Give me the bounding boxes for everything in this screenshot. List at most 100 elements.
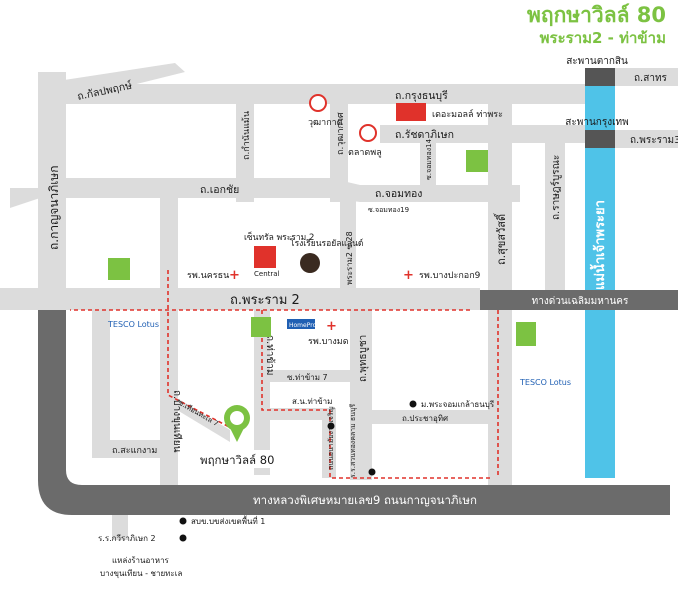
outer-ring-label: ทางหลวงพิเศษหมายเลข9 ถนนกาญจนาภิเษก — [253, 493, 477, 507]
road-ratburana — [545, 125, 565, 295]
health-center-label: สบข.บขส่งเขตพื้นที่ 1 — [191, 515, 265, 526]
road-link-pin — [270, 408, 330, 420]
project-area: พระราม2 - ท่าข้าม — [539, 29, 666, 47]
hospital-nakhonthon-label: รพ.นครธน — [187, 271, 229, 281]
pin-inner — [230, 411, 244, 425]
river-label: แม่น้ำเจ้าพระยา — [589, 200, 608, 290]
label-phutthabucha: ถ.พุทธบูชา — [358, 335, 369, 382]
bridge-taksin-label: สะพานตากสิน — [566, 56, 628, 67]
map-title: พฤกษาวิลล์ 80 พระราม2 - ท่าข้าม — [527, 2, 666, 48]
bigc-logo-icon — [466, 150, 488, 172]
bts-icon — [309, 94, 327, 112]
label-chomthong14: ซ.จอมทอง14 — [425, 138, 433, 180]
road-wutthakat — [330, 92, 348, 202]
label-ratchadaphisek: ถ.รัชดาภิเษก — [395, 129, 454, 141]
place-dot-icon — [179, 517, 187, 525]
taksin-bridge: สะพานตากสิน — [566, 56, 628, 86]
bts-icon — [359, 124, 377, 142]
bigc-markers — [108, 150, 536, 346]
central-label: เซ็นทรัล พระราม 2 — [244, 231, 314, 243]
seafood-label: แหล่งร้านอาหาร — [112, 556, 170, 565]
hospitals: รพ.นครธน + + รพ.บางปะกอก9 + รพ.บางมด — [187, 268, 481, 347]
tesco-lotus-east: TESCO Lotus — [519, 378, 571, 387]
kmutt-label: ม.พระจอมเกล้าธนบุรี — [421, 400, 495, 409]
road-chomthong14 — [420, 140, 436, 190]
bigc-logo-icon — [516, 322, 536, 346]
route-path — [70, 270, 499, 479]
label-rama2: ถ.พระราม 2 — [230, 293, 300, 308]
hospital-bangpakok9: + รพ.บางปะกอก9 — [403, 268, 481, 283]
central-logo-text: Central — [254, 270, 280, 278]
hospital-cross-icon: + — [229, 268, 240, 283]
label-kanchanaphisek: ถ.กาญจนาภิเษก — [47, 166, 61, 250]
school-somsi-label: ร.ร.สวนทองคลาม ธนบุรี — [349, 404, 357, 478]
pin-label: พฤกษาวิลล์ 80 — [200, 453, 274, 467]
police-thakham-label: ส.น.ท่าข้าม — [292, 397, 332, 406]
label-rama2-28: พระราม2 ซ.28 — [345, 231, 354, 285]
project-name: พฤกษาวิลล์ 80 — [527, 3, 666, 27]
label-bangkhunthian: ถ.บางขุนเทียน — [171, 390, 183, 453]
outer-ring-road — [38, 310, 670, 515]
royal-land-label: โรงเรียนรอยัลแลนด์ — [290, 238, 363, 249]
label-thakham7: ซ.ท่าข้าม 7 — [287, 373, 328, 382]
school-kawi-label: ร.ร.กวีราภิเษก 2 — [98, 534, 156, 543]
the-mall-label: เดอะมอลล์ ท่าพระ — [432, 108, 503, 120]
bts-wutthakat-label: วุฒากาศ — [308, 118, 343, 128]
road-rama2-28 — [340, 200, 356, 290]
bigc-logo-icon — [251, 317, 271, 337]
project-pin: พฤกษาวิลล์ 80 — [195, 405, 280, 468]
places: ส.น.ท่าข้าม ม.พระจอมเกล้าธนบุรี ร.ร.สวนท… — [98, 397, 495, 578]
label-kamnanmaen: ถ.กำนันแม้น — [241, 111, 252, 160]
bts-talatphlu-label: ตลาดพลู — [348, 148, 382, 158]
bridge-krungthep-label: สะพานกรุงเทพ — [565, 117, 628, 128]
label-ratburana: ถ.ราษฎร์บูรณะ — [550, 155, 562, 220]
homepro-label: HomePro — [289, 322, 317, 329]
hospital-bangpakok9-label: รพ.บางปะกอก9 — [419, 271, 481, 281]
label-anamai: ถนนอนามัยงามเจริญ — [327, 406, 335, 470]
central-logo-icon — [254, 246, 276, 268]
hospital-nakhonthon: รพ.นครธน + — [187, 268, 240, 283]
road-kamnanmaen — [236, 92, 254, 202]
road-sakaengam — [92, 310, 175, 458]
label-sathorn: ถ.สาทร — [634, 73, 668, 84]
bigc-logo-icon — [108, 258, 130, 280]
royal-land-logo-icon — [300, 253, 320, 273]
road-rama3 — [610, 130, 678, 148]
road-west-branch — [160, 198, 178, 290]
label-rama3: ถ.พระราม3 — [630, 135, 678, 146]
hospital-cross-icon: + — [326, 319, 337, 334]
label-prachauthit: ถ.ประชาอุทิศ — [402, 414, 448, 423]
expressway-label: ทางด่วนเฉลิมมหานคร — [532, 296, 629, 307]
label-thakham: ถ.ท่าข้าม — [264, 335, 276, 375]
the-mall: เดอะมอลล์ ท่าพระ — [396, 103, 503, 121]
central-rama2: เซ็นทรัล พระราม 2 Central — [244, 231, 314, 278]
royal-land: โรงเรียนรอยัลแลนด์ — [290, 238, 363, 273]
bts-wutthakat: วุฒากาศ — [308, 94, 343, 128]
label-suksawat: ถ.สุขสวัสดิ์ — [493, 212, 508, 265]
seafood-sub-label: บางขุนเทียน - ชายทะเล — [100, 569, 182, 578]
road-prachauthit — [372, 410, 492, 424]
road-thiantalay7 — [172, 395, 230, 442]
bts-talatphlu: ตลาดพลู — [348, 124, 382, 158]
label-sakaengam: ถ.สะแกงาม — [112, 446, 157, 456]
road-ekkachai — [10, 178, 520, 208]
pin-tip — [230, 428, 244, 442]
place-dot-icon — [327, 422, 335, 430]
place-dot-icon — [179, 534, 187, 542]
label-chomthong19: ซ.จอมทอง19 — [368, 206, 409, 214]
pin-label-box — [195, 450, 280, 468]
homepro-logo-icon — [287, 319, 315, 329]
tesco-east-label: TESCO Lotus — [519, 378, 571, 387]
tesco-lotus-west: TESCO Lotus — [107, 320, 159, 329]
hospital-cross-icon: + — [403, 268, 414, 283]
place-dot-icon — [368, 468, 376, 476]
expressway-bar — [480, 290, 678, 310]
road-phutthabucha — [350, 305, 372, 480]
label-chomthong: ถ.จอมทอง — [375, 188, 422, 200]
the-mall-logo-icon — [396, 103, 426, 121]
krungthep-bridge: สะพานกรุงเทพ — [565, 117, 629, 148]
tesco-west-label: TESCO Lotus — [107, 320, 159, 329]
hospital-bangmod-label: รพ.บางมด — [308, 337, 349, 347]
road-sathorn — [610, 68, 678, 86]
